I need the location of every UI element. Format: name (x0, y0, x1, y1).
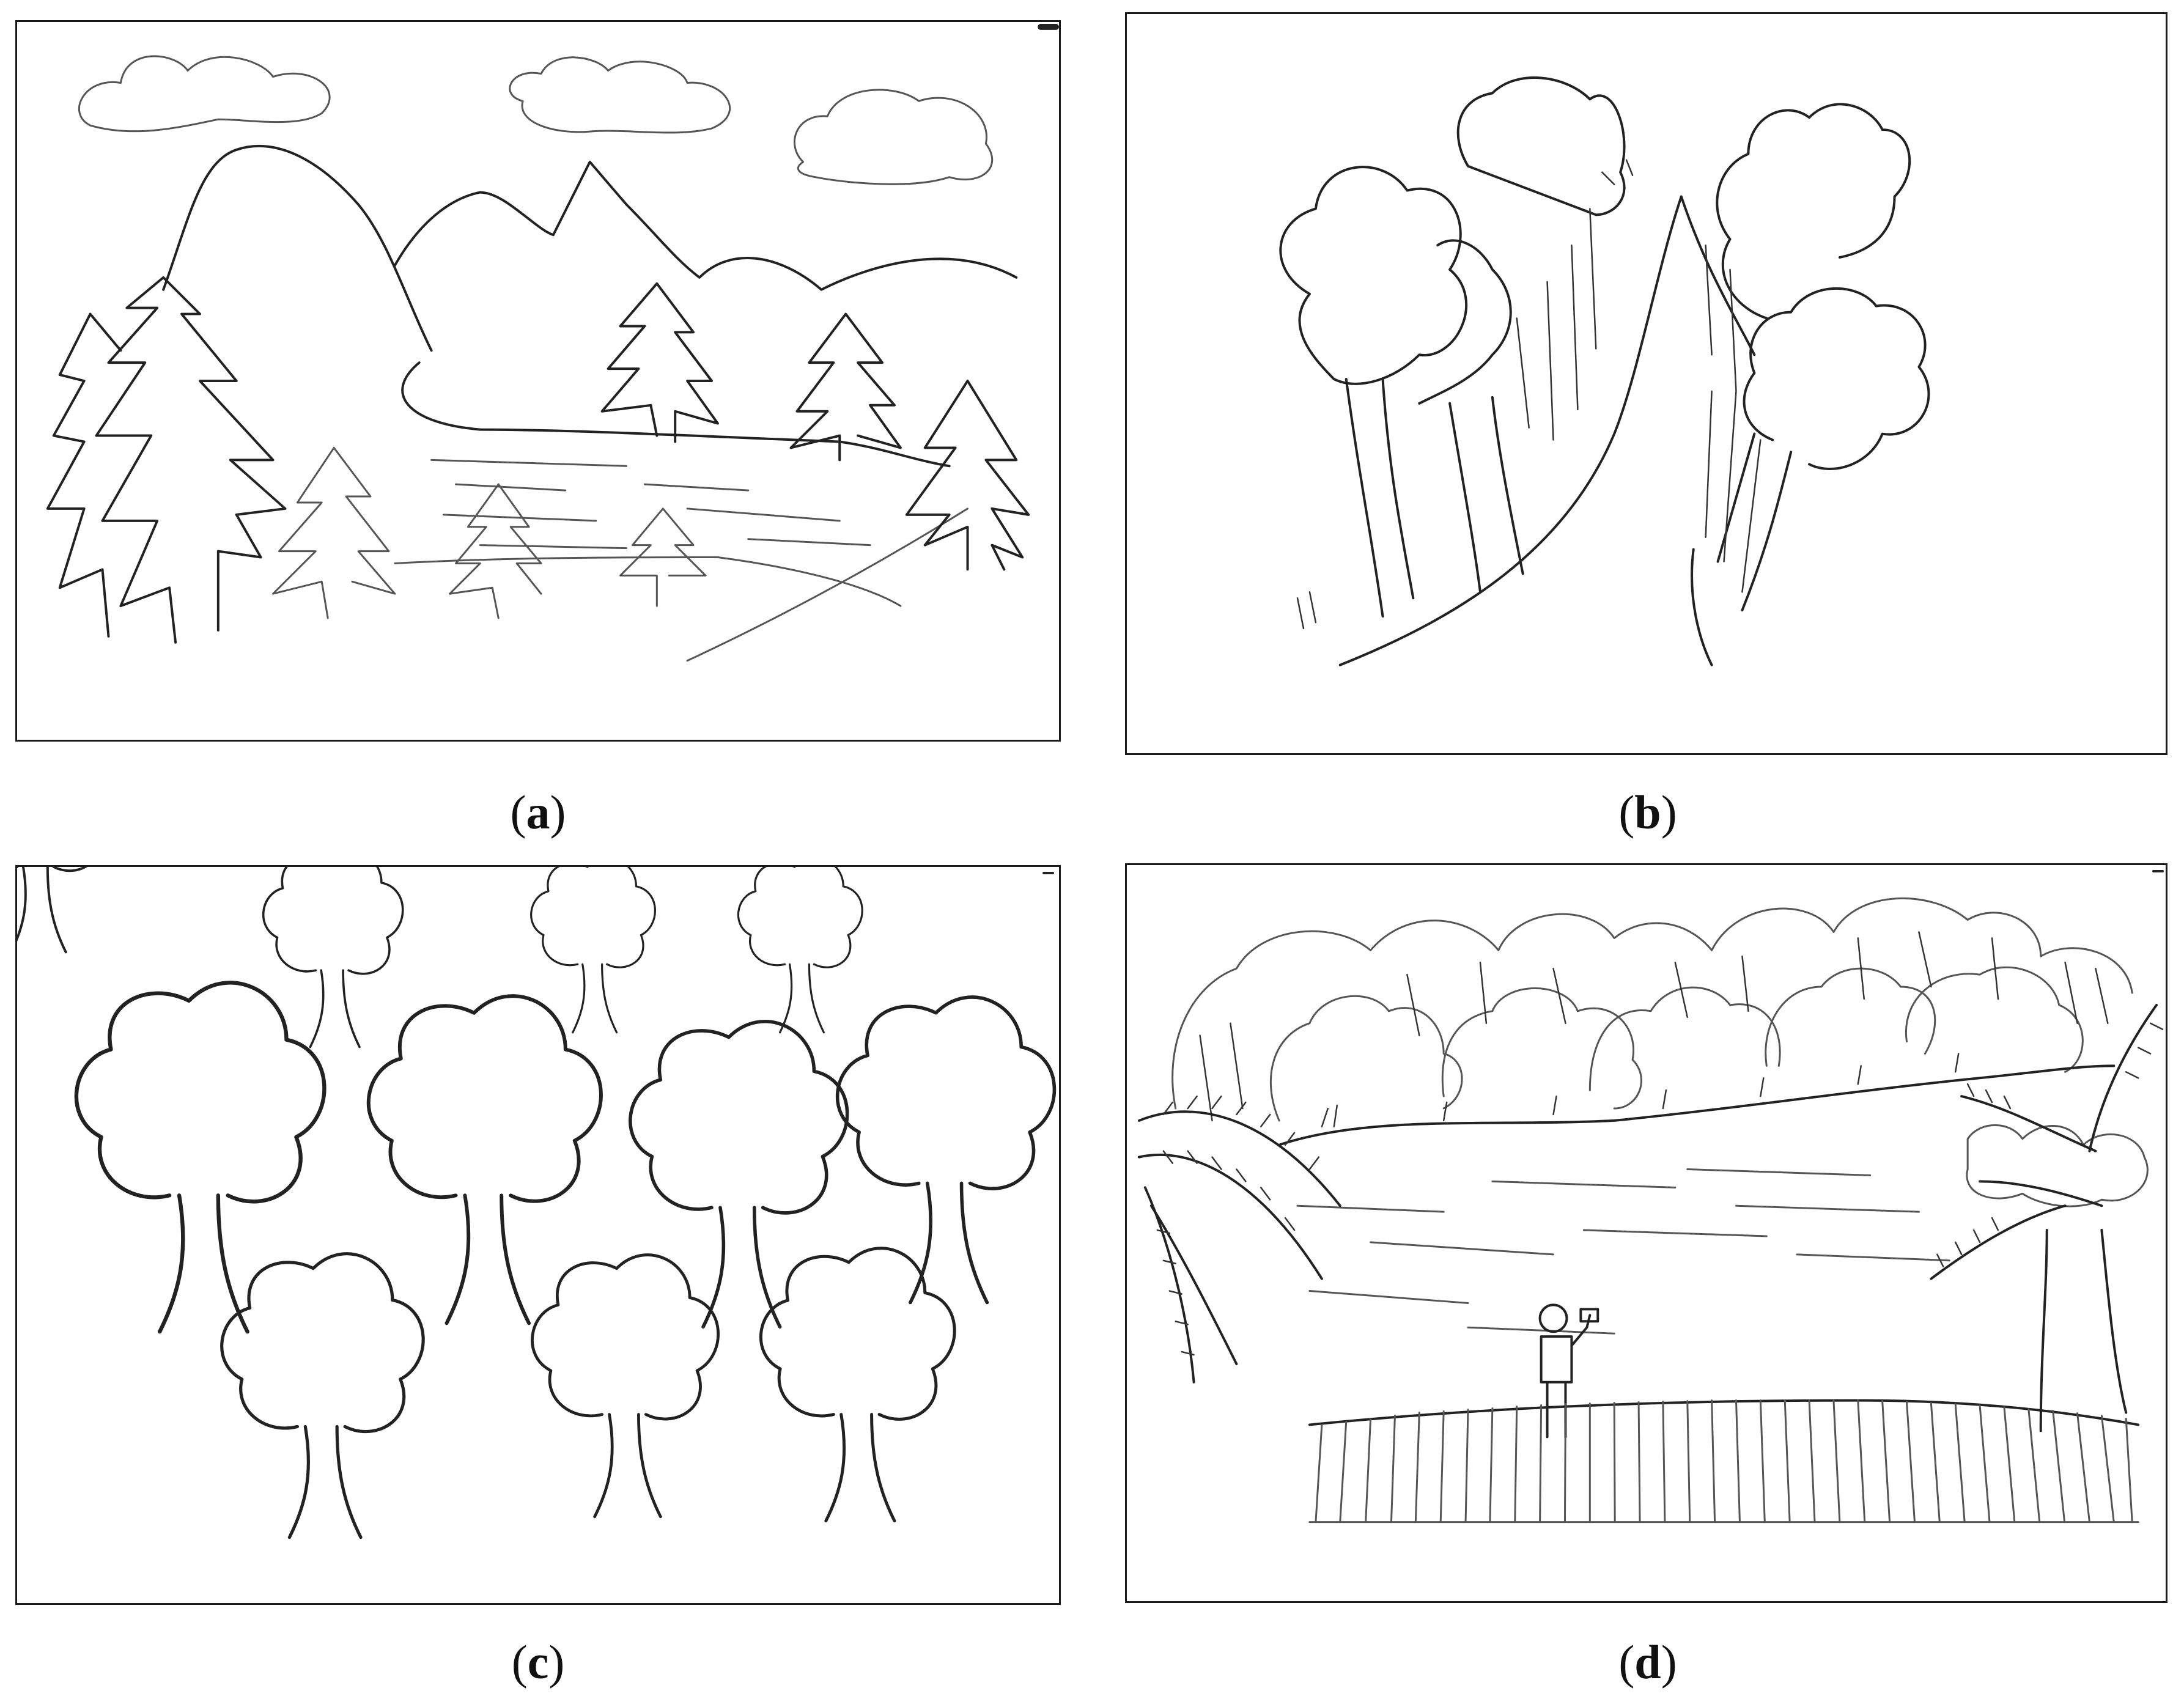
panel-letter: d (1634, 1635, 1661, 1689)
caption-open-paren: ( (510, 786, 526, 839)
tree-trunk (1345, 378, 1524, 618)
caption-open-paren: ( (1618, 1635, 1635, 1689)
grass-tufts (1321, 1053, 1960, 1128)
river-bank (394, 556, 902, 607)
frond-leaves (1936, 1022, 2164, 1267)
stacked-rocks (1966, 1124, 2149, 1207)
cloud-shape (793, 89, 994, 185)
forest-canopy (1588, 986, 1781, 1091)
hatching (1296, 208, 1597, 630)
person-arm (1570, 1314, 1592, 1347)
tree-canopy (17, 867, 88, 872)
palm-frond (1930, 1003, 2158, 1280)
pine-tree (789, 312, 902, 462)
caption-close-paren: ) (548, 1635, 565, 1689)
panel-a-caption: (a) (446, 789, 630, 836)
tree-trunk (17, 867, 67, 954)
person-head (1538, 1303, 1568, 1333)
meadow-strokes (1296, 1168, 1950, 1335)
tree-canopy (1456, 76, 1626, 216)
tree-canopy (1279, 166, 1468, 385)
tree-sketch (630, 1022, 847, 1327)
path-edge (1691, 548, 1713, 666)
path-mark (1601, 159, 1634, 185)
forest-canopy (1905, 966, 2084, 1073)
pine-tree (600, 282, 719, 443)
panel-c-sketch (17, 867, 1059, 1603)
caption-close-paren: ) (550, 786, 566, 839)
pine-tree (95, 276, 287, 644)
tree-sketch (76, 982, 324, 1332)
tree-canopy (1743, 287, 1930, 470)
panel-a-sketch (46, 23, 1059, 662)
panel-c-drawing (15, 865, 1061, 1605)
pine-tree (905, 380, 1030, 571)
panel-b-drawing (1125, 12, 2167, 755)
panel-b-sketch (1279, 76, 1930, 666)
panel-letter: c (527, 1635, 549, 1689)
tree-sketch (761, 1248, 954, 1521)
fence-top (1308, 1399, 2140, 1426)
palm-frond (1137, 1154, 1323, 1280)
caption-open-paren: ( (1618, 786, 1635, 839)
panel-letter: a (526, 786, 550, 839)
caption-close-paren: ) (1661, 1635, 1677, 1689)
palm-frond (1149, 1204, 1238, 1365)
pine-tree (449, 483, 542, 619)
tree-canopy (1418, 239, 1512, 405)
panel-c-caption: (c) (446, 1638, 630, 1686)
tree-canopy (1716, 103, 1911, 320)
forest-canopy (1765, 967, 1936, 1067)
meadow-edge (1278, 1064, 2116, 1146)
panel-b-caption: (b) (1556, 789, 1739, 836)
cloud-shape (509, 56, 731, 134)
panel-d-sketch (1137, 869, 2164, 1524)
frond-leaves (1156, 1095, 1320, 1356)
caption-open-paren: ( (511, 1635, 528, 1689)
panel-letter: b (1634, 786, 1661, 839)
panel-d-drawing (1125, 863, 2167, 1603)
mountain-outline (162, 144, 433, 352)
tree-sketch (838, 997, 1055, 1302)
tree-sketch (532, 1255, 718, 1517)
tree-trunk (1680, 195, 1793, 612)
river-lines (430, 459, 871, 550)
tree-sketch (530, 867, 657, 1034)
tree-sketch (737, 867, 863, 1034)
hatching (1199, 931, 2109, 1122)
forest-canopy (1171, 897, 2133, 1110)
person-body (1540, 1335, 1573, 1439)
tree-trunk (2039, 1229, 2128, 1432)
pine-tree (46, 312, 122, 638)
caption-close-paren: ) (1661, 786, 1677, 839)
river-bank (401, 361, 951, 468)
tree-sketch (222, 1254, 423, 1538)
hatching (1705, 244, 1762, 593)
pine-tree (272, 446, 396, 619)
forest-canopy (1441, 987, 1642, 1110)
mountain-outline (393, 160, 1018, 291)
slope-line (686, 507, 969, 662)
fence-posts (1315, 1399, 2133, 1524)
cloud-shape (78, 55, 331, 133)
panel-a-drawing (15, 20, 1061, 742)
hill-slope (1338, 195, 1683, 666)
panel-d-caption: (d) (1556, 1638, 1739, 1686)
forest-canopy (1269, 995, 1463, 1122)
pine-tree (619, 507, 707, 607)
camera-icon (1579, 1308, 1599, 1323)
